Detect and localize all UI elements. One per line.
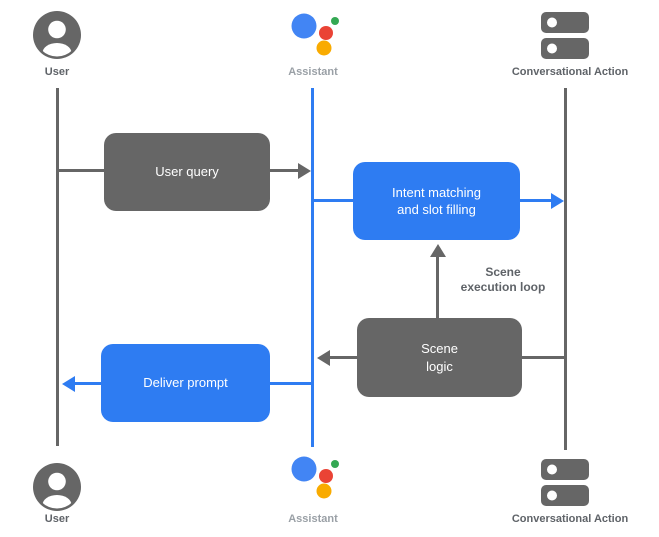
conversational-action-lifeline bbox=[564, 88, 567, 450]
intent-label-line1: Intent matching bbox=[392, 184, 481, 200]
assistant-label-top: Assistant bbox=[288, 66, 338, 78]
scene-logic-arrowhead-icon bbox=[317, 350, 330, 366]
scene-loop-arrowhead-icon bbox=[430, 244, 446, 257]
user-query-arrowhead-icon bbox=[298, 163, 311, 179]
scene-loop-arrow-line bbox=[436, 256, 439, 319]
intent-label-line2: and slot filling bbox=[397, 202, 476, 217]
deliver-prompt-arrowhead-icon bbox=[62, 376, 75, 392]
assistant-icon bbox=[291, 13, 339, 56]
conversational-action-icon bbox=[541, 12, 589, 59]
scene-loop-line1: Scene bbox=[485, 265, 521, 279]
assistant-lifeline bbox=[311, 88, 314, 447]
assistant-icon bbox=[291, 456, 339, 499]
assistant-label-bottom: Assistant bbox=[288, 513, 338, 525]
user-label-top: User bbox=[44, 66, 70, 78]
deliver-prompt-label: Deliver prompt bbox=[143, 375, 228, 391]
scene-execution-loop-label: Scene execution loop bbox=[438, 265, 568, 295]
user-query-box: User query bbox=[104, 133, 270, 211]
scene-logic-box: Scene logic bbox=[357, 318, 522, 397]
scene-loop-line2: execution loop bbox=[460, 280, 546, 294]
user-icon bbox=[33, 463, 81, 511]
user-label-bottom: User bbox=[44, 513, 70, 525]
intent-matching-box: Intent matching and slot filling bbox=[353, 162, 520, 240]
conversational-action-label-top: Conversational Action bbox=[511, 66, 629, 78]
conversational-action-label-bottom: Conversational Action bbox=[511, 513, 629, 525]
conversational-action-icon bbox=[541, 459, 589, 506]
user-icon bbox=[33, 11, 81, 59]
scene-logic-label-line2: logic bbox=[426, 358, 453, 374]
scene-logic-label-line1: Scene bbox=[421, 341, 458, 357]
deliver-prompt-box: Deliver prompt bbox=[101, 344, 270, 422]
user-query-label: User query bbox=[155, 164, 219, 180]
user-lifeline bbox=[56, 88, 59, 446]
intent-arrowhead-icon bbox=[551, 193, 564, 209]
